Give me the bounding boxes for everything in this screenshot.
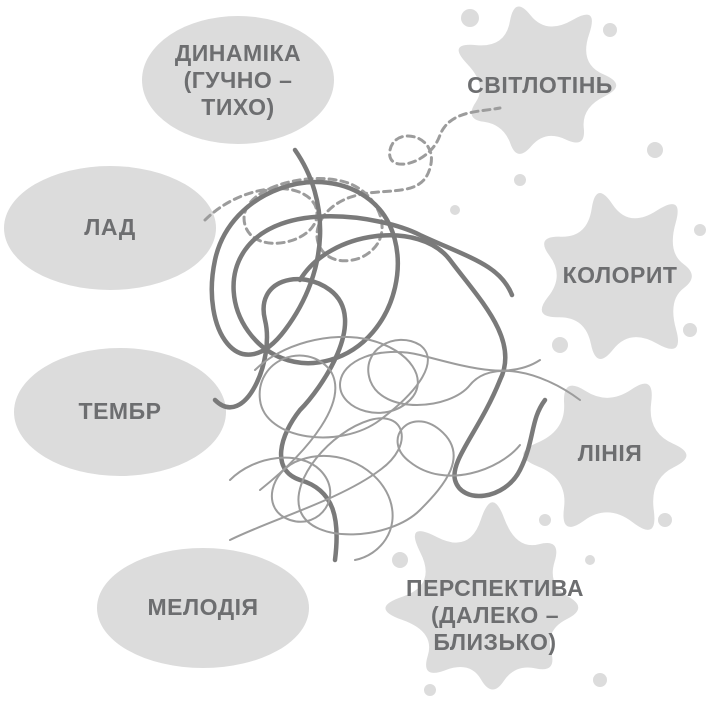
splash-drop [683,323,697,337]
splash-drop [539,514,551,526]
splash-perspective [385,502,579,690]
splash-drop [658,513,672,527]
splash-color [541,193,692,359]
label-chiaroscuro: СВІТЛОТІНЬ [467,72,613,98]
dark-thread-1 [209,147,515,366]
splash-drop [694,224,706,236]
dark-thread-3 [297,233,548,499]
label-timbre: ТЕМБР [78,398,162,424]
splash-drop [552,337,568,353]
light-thread-1 [258,339,581,491]
splash-drop [603,23,617,37]
splash-drop [424,684,436,696]
ellipse-mode [4,166,216,290]
label-melody: МЕЛОДІЯ [147,594,259,620]
label-mode: ЛАД [84,214,136,240]
splash-chiaroscuro [458,6,617,154]
ellipse-dynamics [142,16,334,144]
splash-drop [585,555,595,565]
light-thread-4 [254,335,541,414]
ellipse-melody [97,548,309,668]
ellipse-timbre [14,348,226,476]
splash-line [523,383,687,530]
light-thread-2 [229,417,521,541]
light-thread-3 [229,454,394,561]
label-line: ЛІНІЯ [577,440,643,466]
label-color: КОЛОРИТ [562,262,678,288]
splash-drop [593,673,607,687]
splash-drop [514,174,526,186]
label-dynamics: ДИНАМІКА (ГУЧНО – ТИХО) [174,40,302,120]
label-perspective: ПЕРСПЕКТИВА (ДАЛЕКО – БЛИЗЬКО) [406,575,584,655]
splash-drop [450,205,460,215]
splash-drop [647,142,663,158]
dashed-thread [203,106,502,263]
splash-drop [461,9,479,27]
splash-group [385,6,706,696]
splash-drop [392,552,408,568]
